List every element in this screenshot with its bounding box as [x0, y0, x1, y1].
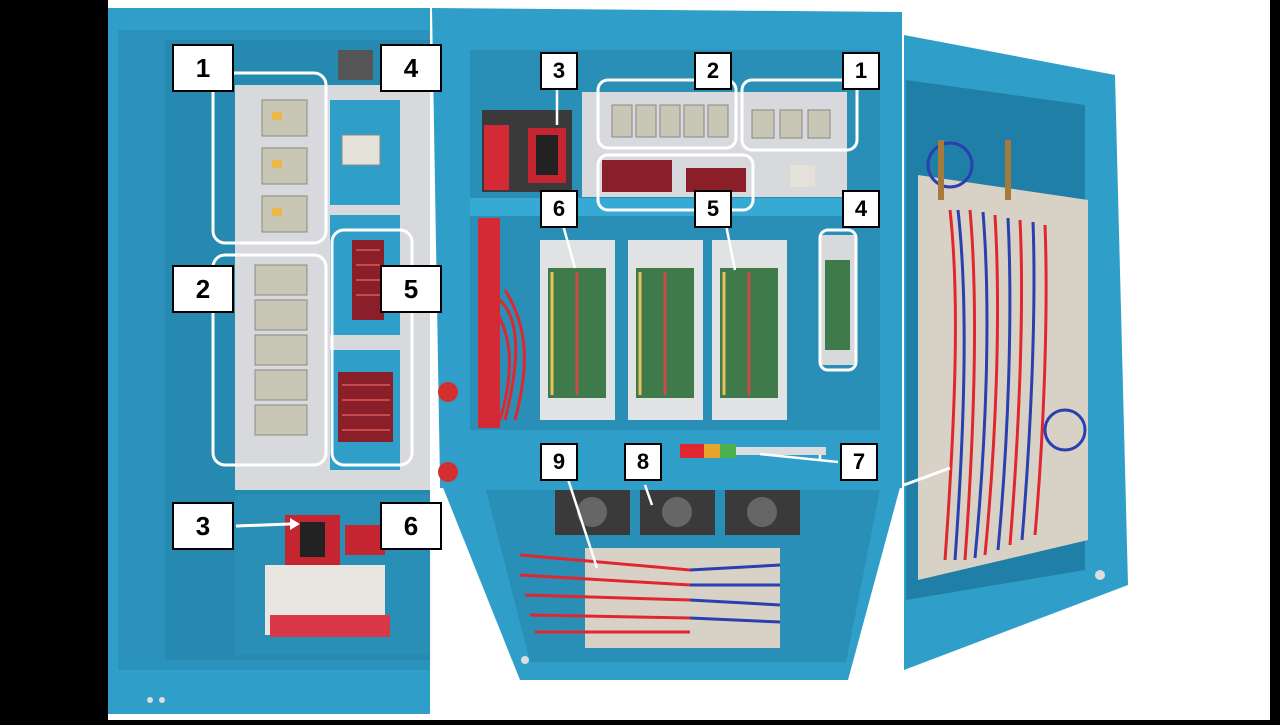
- callout-left-6: 6: [380, 502, 442, 550]
- callout-center-5: 5: [694, 190, 732, 228]
- right-cabinet-view: [903, 35, 1128, 670]
- callout-center-2: 2: [694, 52, 732, 90]
- callout-center-1: 1: [842, 52, 880, 90]
- callout-left-4: 4: [380, 44, 442, 92]
- callout-center-7: 7: [840, 443, 878, 481]
- pcb-boards: [540, 240, 787, 420]
- callout-left-1: 1: [172, 44, 234, 92]
- callout-center-3: 3: [540, 52, 578, 90]
- callout-center-6: 6: [540, 190, 578, 228]
- callout-left-2: 2: [172, 265, 234, 313]
- callout-center-9: 9: [540, 443, 578, 481]
- left-cabinet-view: [108, 8, 430, 714]
- callout-center-8: 8: [624, 443, 662, 481]
- callout-left-3: 3: [172, 502, 234, 550]
- callout-left-5: 5: [380, 265, 442, 313]
- callout-center-4: 4: [842, 190, 880, 228]
- center-cabinet-view: [432, 8, 902, 680]
